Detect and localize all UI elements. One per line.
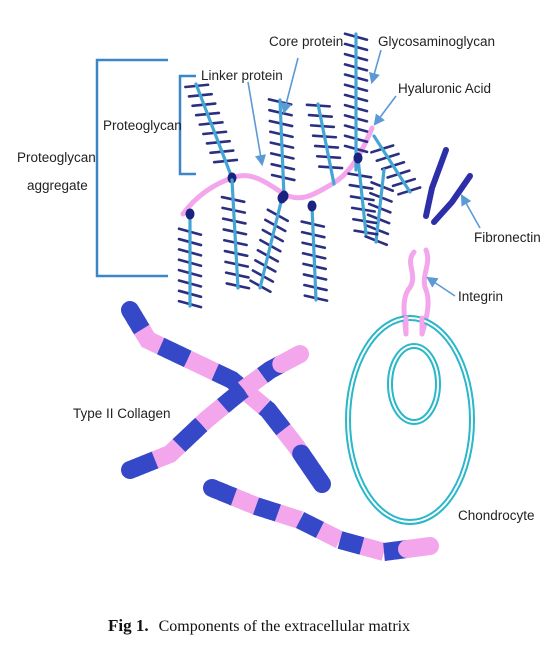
figure-caption-prefix: Fig 1. bbox=[108, 616, 149, 635]
core-protein bbox=[356, 156, 368, 236]
collagen-band-pink bbox=[398, 537, 439, 558]
collagen-fiber bbox=[121, 345, 309, 479]
collagen-band-pink bbox=[151, 439, 186, 469]
linker-protein-label: Linker protein bbox=[201, 68, 283, 83]
collagen-band-blue bbox=[121, 451, 164, 479]
linker-protein bbox=[353, 152, 363, 164]
fibronectin-arrow bbox=[460, 194, 481, 229]
figure-caption: Fig 1. Components of the extracellular ma… bbox=[108, 616, 410, 635]
collagen-band-blue bbox=[295, 511, 325, 539]
proteoglycan-aggregate-label-line2: aggregate bbox=[27, 178, 88, 193]
core-protein bbox=[194, 82, 234, 180]
collagen-band-pink bbox=[359, 537, 387, 561]
proteoglycan-monomers bbox=[177, 32, 422, 309]
type-ii-collagen-label: Type II Collagen bbox=[73, 406, 171, 421]
core-protein bbox=[310, 204, 318, 302]
figure-caption-text: Components of the extracellular matrix bbox=[159, 618, 410, 635]
type-ii-collagen-fibers bbox=[121, 301, 439, 561]
linker-protein bbox=[227, 172, 237, 184]
glycosaminoglycan-label: Glycosaminoglycan bbox=[378, 34, 495, 49]
core-protein-label: Core protein bbox=[269, 34, 343, 49]
core-protein bbox=[374, 168, 386, 244]
proteoglycan-monomer bbox=[364, 168, 395, 247]
chondrocyte-cell bbox=[345, 315, 475, 525]
proteoglycan-monomer bbox=[370, 134, 422, 196]
collagen-band-pink bbox=[274, 504, 304, 529]
chondrocyte-label: Chondrocyte bbox=[458, 508, 535, 523]
proteoglycan-monomer bbox=[300, 200, 329, 302]
integrin-anchor bbox=[403, 315, 425, 337]
integrin-label: Integrin bbox=[458, 289, 503, 304]
collagen-band-blue bbox=[203, 479, 243, 506]
proteoglycan-aggregate bbox=[177, 32, 422, 309]
core-protein bbox=[316, 102, 336, 186]
linker-protein-arrow bbox=[247, 81, 267, 167]
core-protein-arrow bbox=[280, 57, 299, 115]
collagen-band-blue bbox=[258, 400, 291, 436]
linker-protein bbox=[307, 200, 317, 212]
proteoglycan-bracket bbox=[178, 74, 196, 176]
collagen-band-blue bbox=[337, 531, 365, 555]
proteoglycan-monomer bbox=[249, 192, 290, 294]
fibronectin-label: Fibronectin bbox=[474, 230, 541, 245]
proteoglycan-monomer bbox=[347, 152, 379, 236]
proteoglycan-monomer bbox=[220, 178, 251, 290]
label-arrows bbox=[247, 49, 481, 297]
proteoglycan-monomer bbox=[343, 32, 369, 172]
proteoglycan-monomer bbox=[305, 102, 344, 186]
fibronectin-molecule bbox=[423, 147, 473, 225]
proteoglycan-monomer bbox=[177, 208, 203, 309]
proteoglycan-aggregate-label-line1: Proteoglycan bbox=[17, 150, 96, 165]
collagen-band-pink bbox=[195, 399, 229, 431]
collagen-band-pink bbox=[235, 380, 270, 415]
collagen-band-blue bbox=[156, 337, 192, 368]
linker-protein bbox=[277, 192, 287, 204]
collagen-band-pink bbox=[237, 368, 269, 397]
hyaluronic-acid-backbone bbox=[180, 125, 375, 217]
core-protein bbox=[230, 178, 240, 290]
collagen-band-blue bbox=[292, 444, 331, 493]
core-protein bbox=[258, 196, 284, 290]
proteoglycan-monomer bbox=[184, 82, 239, 184]
collagen-band-pink bbox=[183, 350, 220, 381]
linker-protein bbox=[185, 208, 195, 220]
hyaluronic-acid-label: Hyaluronic Acid bbox=[398, 81, 491, 96]
integrin-arrow bbox=[426, 276, 456, 297]
collagen-fiber bbox=[121, 301, 331, 493]
core-protein bbox=[372, 134, 412, 194]
glycosaminoglycan-arrow bbox=[369, 49, 382, 85]
core-protein bbox=[278, 98, 286, 198]
collagen-fiber bbox=[203, 479, 439, 561]
proteoglycan-label: Proteoglycan bbox=[103, 118, 182, 133]
collagen-band-blue bbox=[217, 381, 249, 413]
collagen-band-pink bbox=[134, 324, 165, 355]
collagen-band-blue bbox=[252, 497, 282, 522]
collagen-band-blue bbox=[121, 301, 151, 339]
collagen-band-pink bbox=[230, 488, 260, 515]
proteoglycan-aggregate-bracket bbox=[95, 58, 168, 278]
hyaluronic-acid-arrow bbox=[373, 95, 397, 126]
collagen-band-pink bbox=[315, 521, 345, 549]
collagen-band-pink bbox=[272, 345, 309, 373]
collagen-band-blue bbox=[172, 417, 208, 452]
